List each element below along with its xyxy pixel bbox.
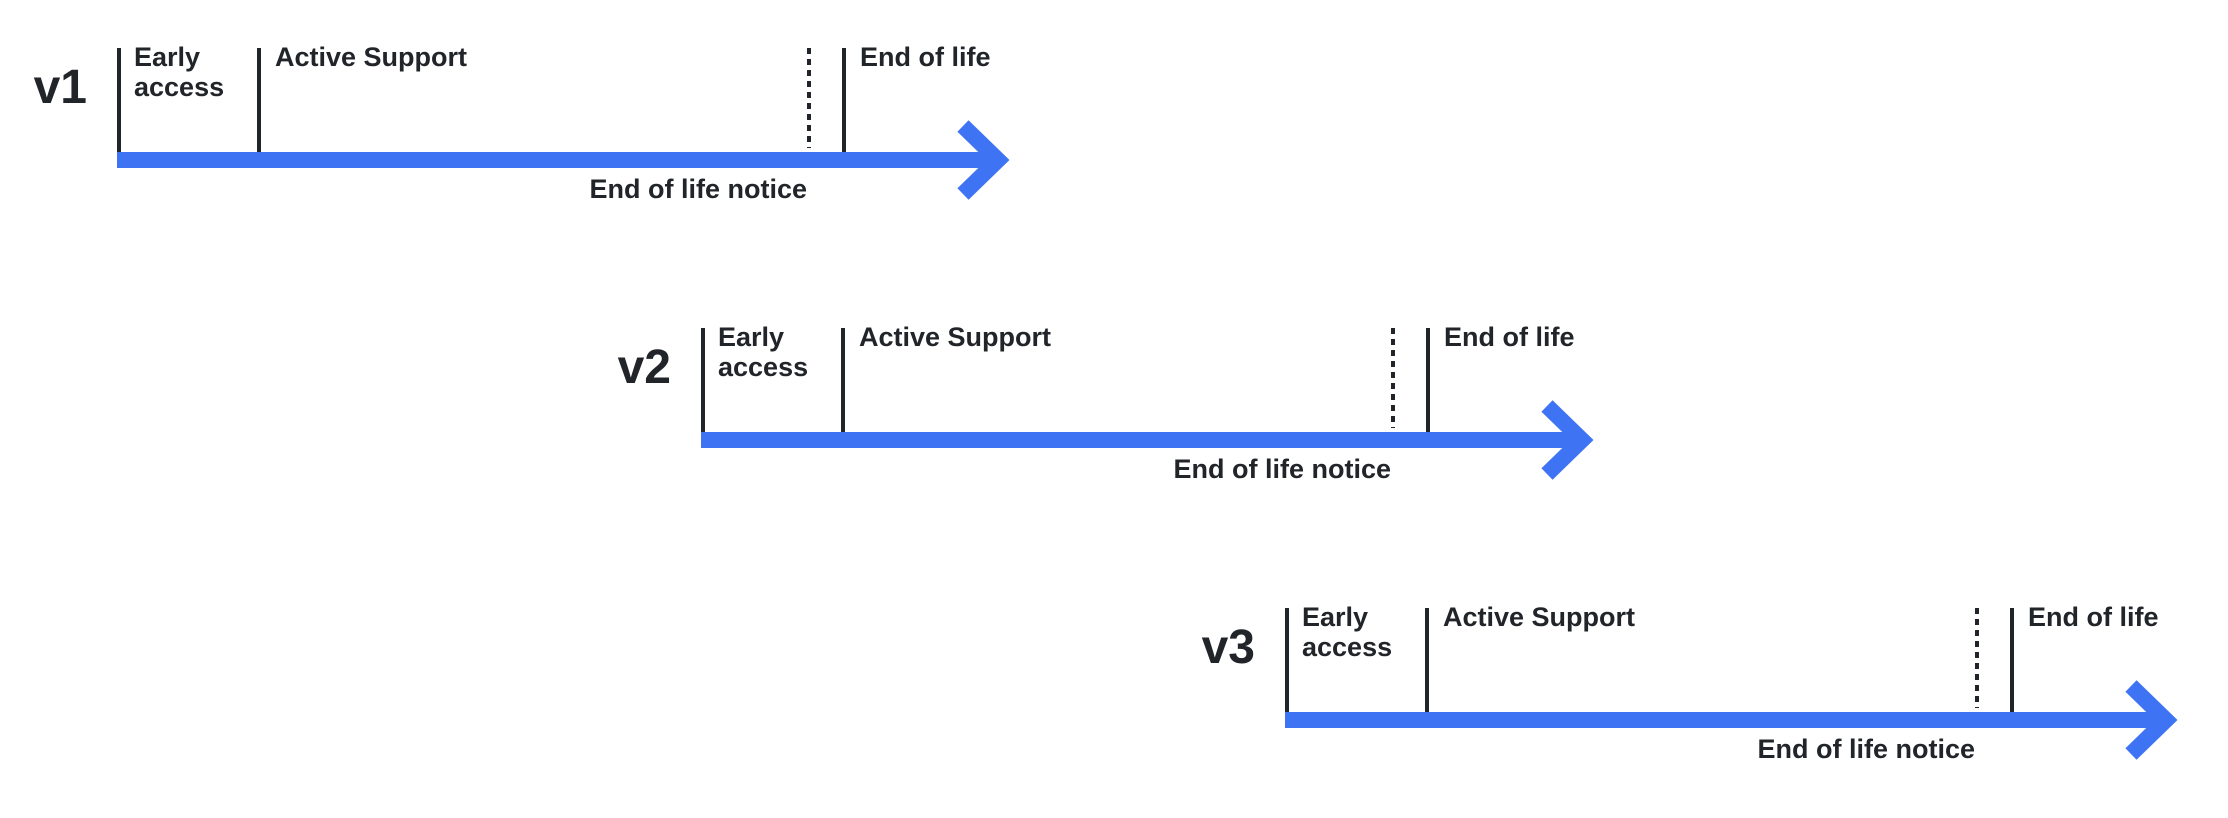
end-of-life-notice-label: End of life notice	[1757, 734, 1975, 764]
early-access-start-tick	[117, 48, 121, 152]
end-of-life-notice-label: End of life notice	[1173, 454, 1391, 484]
active-support-label: Active Support	[1443, 602, 1636, 632]
timeline-row-v1: v1 Early access Active Support End of li…	[34, 42, 1267, 258]
version-label: v3	[1201, 621, 1255, 674]
arrow-right-icon	[1285, 680, 2178, 760]
active-support-label: Active Support	[275, 42, 468, 72]
end-of-life-label: End of life	[1444, 322, 1575, 352]
eol-notice-dashed-line	[1391, 328, 1395, 428]
version-label: v1	[33, 61, 87, 114]
active-support-start-tick	[257, 48, 261, 152]
early-access-label: Early access	[1302, 602, 1393, 662]
active-support-label: Active Support	[859, 322, 1052, 352]
arrow-right-icon	[701, 400, 1594, 480]
version-label: v2	[617, 341, 671, 394]
early-access-label: Early access	[134, 42, 225, 102]
end-of-life-label: End of life	[860, 42, 991, 72]
end-of-life-tick	[842, 48, 846, 152]
arrow-right-icon	[117, 120, 1010, 200]
eol-notice-dashed-line	[807, 48, 811, 148]
timeline-row-v3: v3 Early access Active Support End of li…	[1202, 602, 2228, 818]
end-of-life-notice-label: End of life notice	[589, 174, 807, 204]
active-support-start-tick	[841, 328, 845, 432]
early-access-start-tick	[1285, 608, 1289, 712]
early-access-label: Early access	[718, 322, 809, 382]
end-of-life-tick	[1426, 328, 1430, 432]
timeline-row-v2: v2 Early access Active Support End of li…	[618, 322, 1851, 538]
early-access-start-tick	[701, 328, 705, 432]
end-of-life-tick	[2010, 608, 2014, 712]
active-support-start-tick	[1425, 608, 1429, 712]
end-of-life-label: End of life	[2028, 602, 2159, 632]
eol-notice-dashed-line	[1975, 608, 1979, 708]
